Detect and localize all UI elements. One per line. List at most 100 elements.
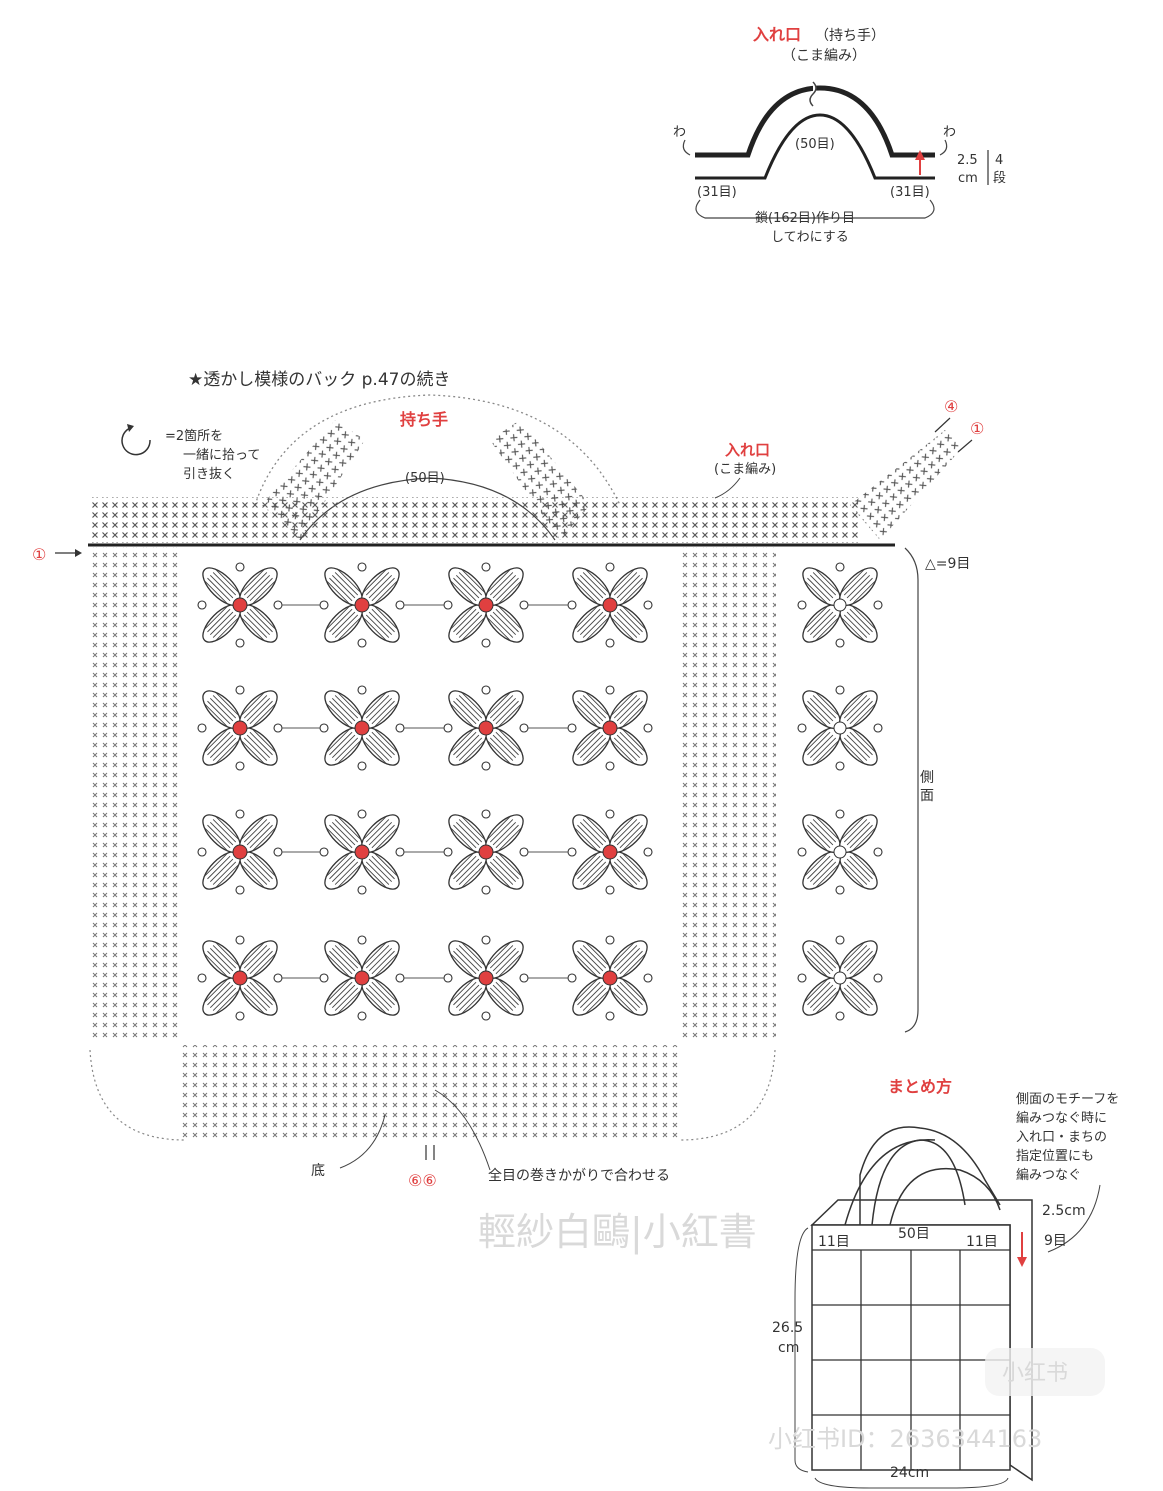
crochet-motif: [797, 935, 883, 1021]
watermark-logo-box: [985, 1348, 1105, 1396]
finishing-note-1: 側面のモチーフを: [1016, 1092, 1119, 1107]
right-side-sc-panel: [680, 547, 776, 1042]
bottom-right-corner-outline: [679, 1049, 776, 1141]
rows-unit: 段: [993, 171, 1006, 186]
bottom-leader: [339, 1114, 386, 1169]
legend-arrowhead-icon: [127, 424, 134, 432]
opening-sc-band: [88, 497, 858, 543]
side-label-2: 面: [920, 788, 934, 804]
crochet-motif: [319, 562, 405, 648]
height-cm-unit: cm: [958, 171, 978, 186]
bottom-sc-panel: [182, 1045, 680, 1140]
finishing-arrow-icon: [1017, 1257, 1027, 1267]
watermark-logo: 小红书: [1002, 1361, 1068, 1386]
crochet-motif: [319, 935, 405, 1021]
right-stitches-label: (31目): [890, 185, 930, 200]
finishing-note-5: 編みつなぐ: [1016, 1167, 1081, 1183]
crochet-motif: [443, 685, 529, 771]
finishing-left-stitches: 11目: [818, 1234, 850, 1250]
opening-label: 入れ口: [725, 441, 770, 459]
finishing-title: まとめ方: [888, 1077, 952, 1096]
finishing-width: 24cm: [890, 1465, 929, 1481]
handle-stitch-count: (50目): [405, 471, 445, 486]
crochet-motif: [567, 809, 653, 895]
height-cm-value: 2.5: [957, 153, 978, 168]
finishing-diagram: まとめ方 側面のモチーフを 編みつなぐ時に 入れ口・まちの 指定位置にも 編みつ…: [772, 1077, 1119, 1489]
finishing-top-cm: 2.5cm: [1042, 1203, 1086, 1219]
handle-detail-diagram: 入れ口 （持ち手） （こま編み） わ わ (50目) (31目) (31目) 2…: [673, 25, 1006, 245]
side-strap-right: [850, 430, 962, 540]
right-wa-bracket: [939, 139, 948, 156]
chain-loop: [695, 199, 935, 219]
handle-detail-title: 入れ口: [753, 25, 801, 44]
bag-front-handle-outer: [844, 1139, 936, 1226]
join-note: 全目の巻きかがりで合わせる: [488, 1167, 670, 1184]
side-bracket: [904, 547, 919, 1033]
finishing-side-stitches: 9目: [1044, 1233, 1067, 1249]
bottom-marker: ⑥⑥: [408, 1171, 437, 1190]
finishing-note-leader: [1047, 1184, 1101, 1253]
handle-inner-outline: [695, 113, 935, 180]
finishing-handle-stitches: 50目: [898, 1226, 930, 1242]
bottom-label: 底: [311, 1163, 325, 1179]
legend-line2: 一緒に拾って: [183, 448, 260, 463]
finishing-note-4: 指定位置にも: [1016, 1149, 1094, 1164]
legend-line3: 引き抜く: [183, 466, 235, 482]
crochet-motif: [797, 685, 883, 771]
handle-dotted-outline: [254, 394, 621, 506]
finishing-height-value: 26.5: [772, 1320, 803, 1336]
crochet-motif: [797, 809, 883, 895]
right-wa-label: わ: [943, 125, 956, 140]
marker-1-arrow-icon: [75, 549, 82, 557]
marker-1-right-arrow: [957, 439, 973, 453]
crochet-motif: [443, 562, 529, 648]
finishing-note-2: 編みつなぐ時に: [1016, 1110, 1107, 1126]
watermark-id: 小红书ID：2636344163: [768, 1425, 1042, 1453]
handle-outer-outline: [695, 85, 935, 158]
join-note-leader: [434, 1089, 491, 1171]
marker-4: ④: [944, 397, 958, 416]
bag-back-handle: [859, 1126, 1001, 1225]
handle-right-strap: [490, 420, 590, 540]
side-motif-column: [797, 562, 883, 1021]
left-wa-label: わ: [673, 125, 686, 140]
crochet-motif: [443, 935, 529, 1021]
slip-stitch-legend-icon: [121, 427, 151, 456]
chain-label-line2: してわにする: [771, 230, 849, 245]
watermark-text: 輕紗白鷗|小紅書: [478, 1210, 757, 1255]
handle-left-strap: [262, 420, 365, 540]
side-label-1: 側: [920, 770, 934, 786]
marker-4-arrow: [934, 417, 951, 433]
motif-grid: [197, 562, 653, 1021]
crochet-motif: [797, 562, 883, 648]
bag-front-handle-inner: [889, 1168, 1001, 1226]
main-heading: ★透かし模様のバック p.47の続き: [188, 370, 450, 390]
crochet-motif: [197, 809, 283, 895]
crochet-motif: [567, 935, 653, 1021]
chain-label-line1: 鎖(162目)作り目: [755, 210, 855, 226]
crochet-motif: [197, 685, 283, 771]
crochet-motif: [567, 562, 653, 648]
crochet-motif: [197, 562, 283, 648]
finishing-right-stitches: 11目: [966, 1234, 998, 1250]
direction-arrow-icon: [915, 150, 925, 160]
left-side-sc-panel: [88, 547, 182, 1042]
break-mark: [809, 81, 817, 107]
triangle-note: △=9目: [925, 556, 970, 572]
rows-value: 4: [995, 153, 1003, 168]
bag-grid-lines: [812, 1249, 1010, 1470]
left-stitches-label: (31目): [697, 185, 737, 200]
handle-label: 持ち手: [400, 410, 448, 429]
marker-1-right: ①: [970, 419, 984, 438]
handle-detail-title-note: （持ち手）: [815, 28, 885, 44]
opening-sub-label: (こま編み): [714, 461, 776, 477]
handle-detail-subtitle: （こま編み）: [782, 48, 866, 64]
finishing-note-3: 入れ口・まちの: [1016, 1130, 1107, 1145]
main-chart: ★透かし模様のバック p.47の続き =2箇所を 一緒に拾って 引き抜く 持ち手…: [32, 370, 984, 1190]
crochet-motif: [319, 685, 405, 771]
bottom-left-corner-outline: [89, 1049, 186, 1141]
left-wa-bracket: [682, 139, 691, 156]
finishing-height-unit: cm: [778, 1340, 799, 1356]
finishing-width-bracket: [814, 1477, 1009, 1489]
marker-1-left: ①: [32, 545, 46, 564]
